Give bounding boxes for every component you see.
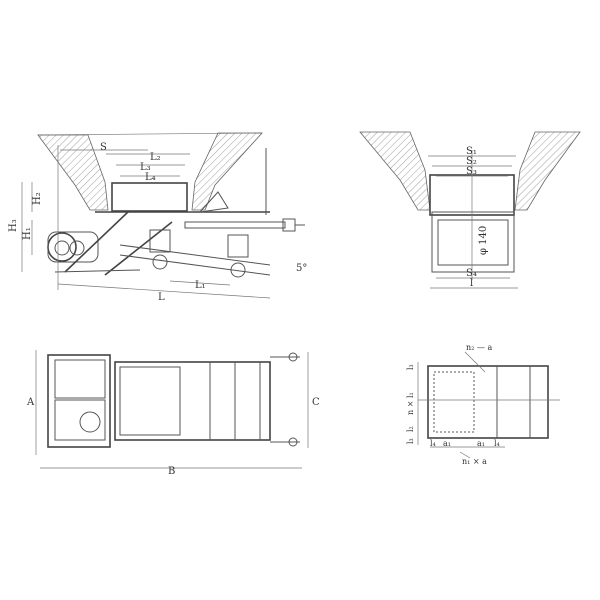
label-H3: H₃ bbox=[8, 219, 19, 232]
label-l3-top: l₃ bbox=[406, 364, 415, 370]
label-a1-left: a₁ bbox=[443, 439, 451, 448]
end-view: S₁ S₂ S₃ φ 140 S₄ l bbox=[359, 131, 581, 289]
hopper-wall-left bbox=[37, 134, 109, 211]
label-S1: S₁ bbox=[466, 146, 477, 157]
label-l: l bbox=[470, 278, 473, 289]
label-S: S bbox=[100, 142, 107, 153]
label-S3: S₃ bbox=[466, 166, 477, 177]
label-n2-a: n₂ — a bbox=[466, 343, 492, 352]
side-view: S L₂ L₃ L₄ H₃ H₂ H₁ 5° L₁ L bbox=[8, 132, 307, 303]
label-H1: H₁ bbox=[22, 227, 33, 240]
plan-view: A C B bbox=[26, 350, 320, 477]
label-L2: L₂ bbox=[150, 152, 161, 163]
label-L4: L₄ bbox=[145, 172, 156, 183]
label-a1-right: a₁ bbox=[477, 439, 485, 448]
label-L: L bbox=[158, 292, 165, 303]
drive-unit bbox=[47, 354, 111, 448]
motor bbox=[47, 232, 77, 262]
roller-right bbox=[227, 234, 249, 258]
label-A: A bbox=[26, 397, 35, 408]
flange-frame bbox=[427, 365, 549, 439]
label-n-x-l1: n × l₁ bbox=[406, 392, 415, 415]
label-n1-x-a: n₁ × a bbox=[462, 457, 487, 466]
label-phi140: φ 140 bbox=[478, 226, 489, 255]
label-C: C bbox=[312, 397, 320, 408]
label-B: B bbox=[168, 466, 175, 477]
feed-chute bbox=[111, 182, 188, 212]
label-l2: l₂ bbox=[406, 426, 415, 432]
label-L3: L₃ bbox=[140, 162, 151, 173]
roller-left bbox=[149, 229, 171, 253]
label-H2: H₂ bbox=[32, 192, 43, 205]
feeder-table bbox=[114, 361, 271, 441]
label-S2: S₂ bbox=[466, 156, 477, 167]
label-L1: L₁ bbox=[195, 280, 206, 291]
hopper-wall-right bbox=[191, 132, 263, 211]
label-angle: 5° bbox=[296, 263, 307, 274]
label-S4: S₄ bbox=[466, 268, 477, 279]
label-l4-right: l₄ bbox=[494, 439, 500, 448]
label-l4-left: l₄ bbox=[430, 439, 436, 448]
flange-view: n₂ — a l₃ n × l₁ l₂ l₃ l₄ a₁ a₁ l₄ n₁ × … bbox=[406, 343, 560, 466]
label-l3-bottom: l₃ bbox=[406, 438, 415, 444]
